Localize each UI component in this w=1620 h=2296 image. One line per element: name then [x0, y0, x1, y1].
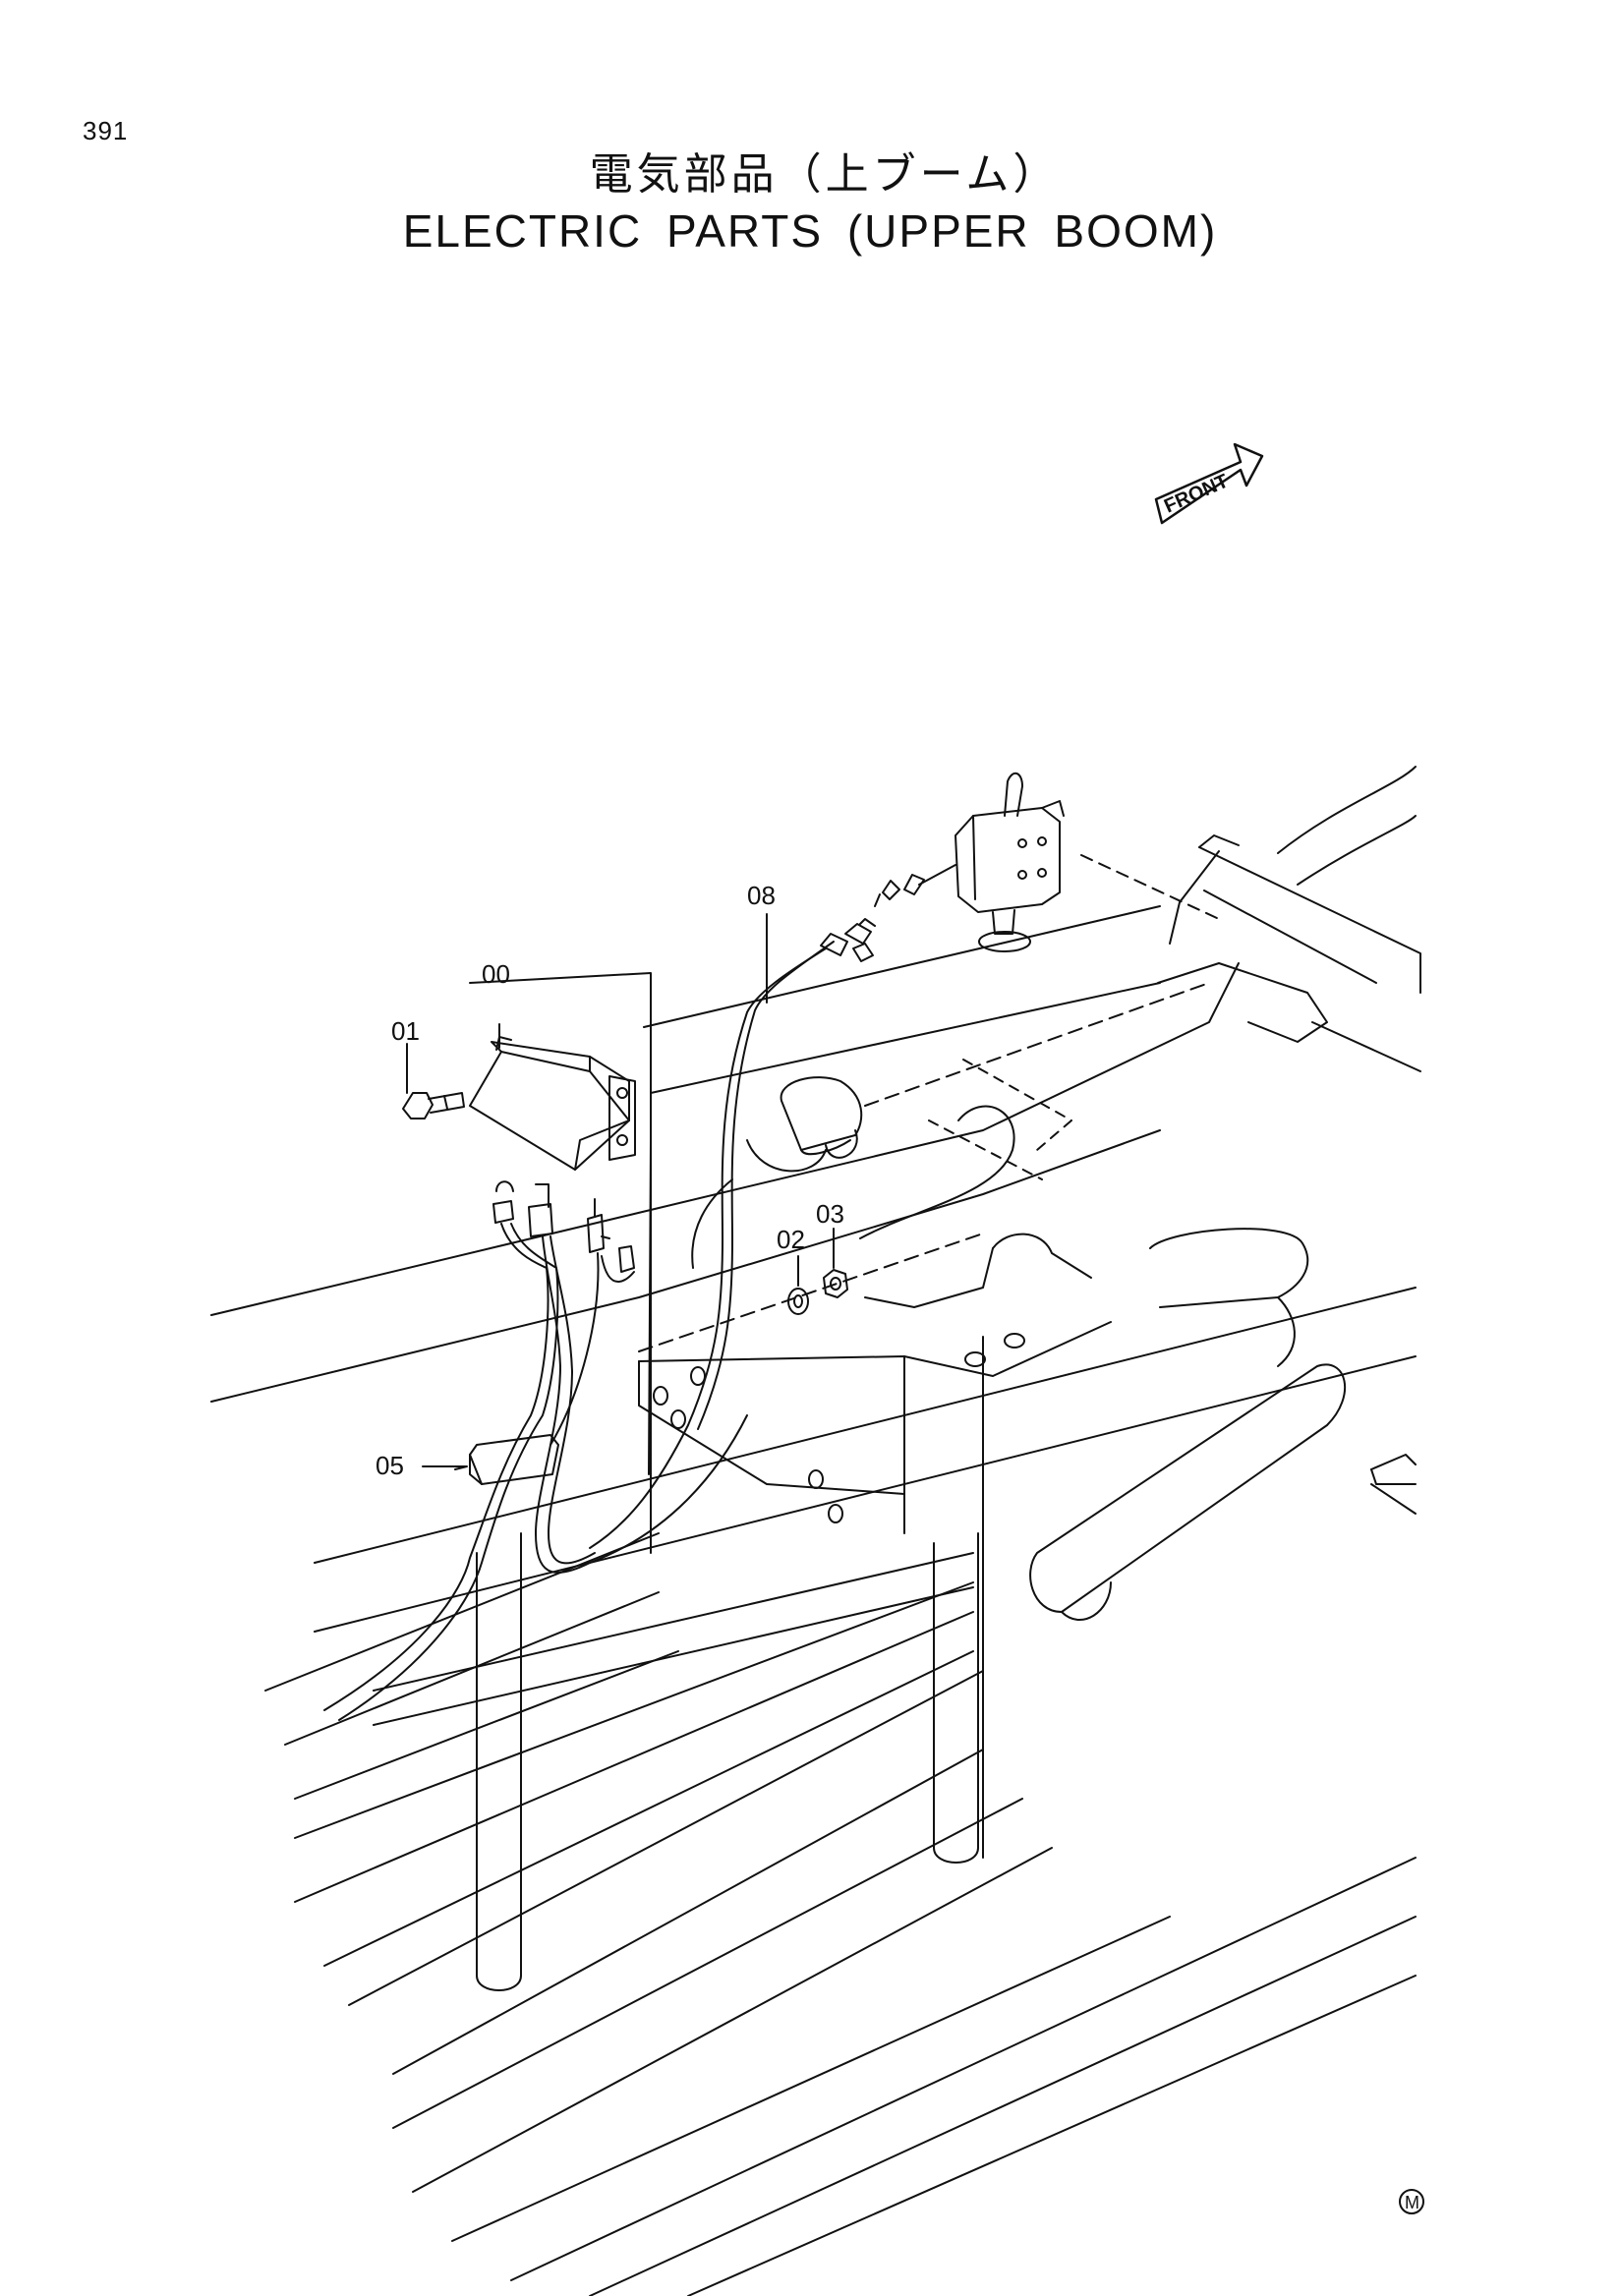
lower-boom-rails — [264, 1287, 1417, 2296]
page-title-english: ELECTRIC PARTS (UPPER BOOM) — [402, 205, 1218, 257]
corner-mark: M — [1399, 2189, 1424, 2214]
callout-05: 05 — [376, 1451, 404, 1480]
callout-00: 00 — [482, 959, 510, 989]
callout-01: 01 — [391, 1016, 420, 1046]
callout-leaders — [406, 913, 835, 1467]
upper-boom-structure — [210, 766, 1421, 1554]
page-number: 391 — [83, 116, 129, 145]
washer-icon — [787, 1288, 809, 1315]
electric-box — [469, 1036, 636, 1171]
title-block: 電気部品（上ブーム） ELECTRIC PARTS (UPPER BOOM) — [0, 147, 1620, 259]
cable-harness — [589, 918, 876, 1549]
callout-03: 03 — [816, 1199, 844, 1229]
bolt-icon — [402, 1092, 465, 1119]
corner-mark-letter: M — [1405, 2193, 1419, 2212]
page-title-japanese: 電気部品（上ブーム） — [589, 149, 1061, 200]
front-label: FRONT — [1161, 470, 1232, 517]
wire-harness — [323, 1180, 748, 1721]
nut-icon — [823, 1269, 848, 1298]
front-arrow-icon — [1154, 442, 1264, 525]
callout-08: 08 — [747, 881, 776, 910]
switch-assembly — [874, 772, 1065, 952]
callout-02: 02 — [777, 1225, 805, 1254]
